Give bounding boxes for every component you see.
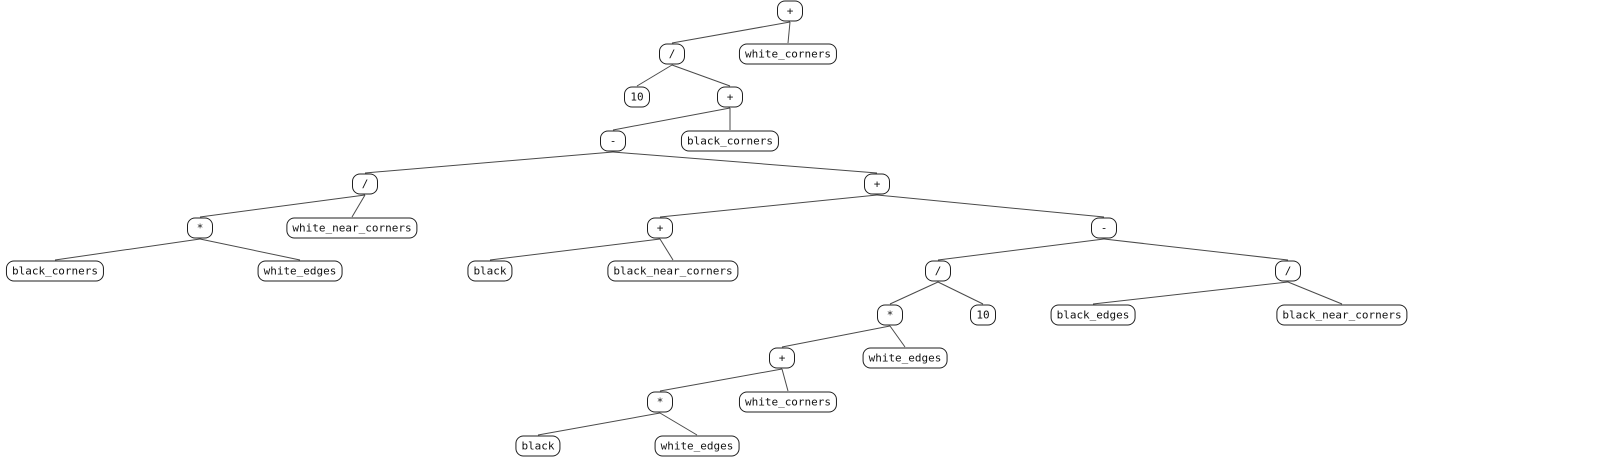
- tree-edge: [781, 325, 891, 348]
- tree-edge: [659, 194, 878, 218]
- tree-edge: [199, 238, 301, 261]
- tree-edge: [937, 238, 1105, 261]
- op-node: -: [1091, 217, 1117, 239]
- op-node: /: [925, 260, 951, 282]
- op-node: /: [1275, 260, 1301, 282]
- op-node: *: [187, 217, 213, 239]
- leaf-node: white_edges: [257, 260, 343, 282]
- tree-edge: [659, 368, 783, 392]
- tree-edge: [612, 151, 878, 174]
- leaf-node: black_corners: [5, 260, 105, 282]
- tree-edge: [876, 194, 1105, 218]
- const-node: 10: [624, 86, 650, 108]
- tree-edge: [937, 281, 984, 305]
- tree-edge: [199, 194, 366, 218]
- tree-edge: [659, 412, 698, 436]
- tree-edge: [1287, 281, 1343, 305]
- tree-edge: [537, 412, 661, 436]
- op-node: +: [777, 0, 803, 22]
- tree-edge: [1103, 238, 1289, 261]
- leaf-node: white_near_corners: [286, 217, 418, 239]
- tree-edge: [671, 64, 731, 87]
- op-node: *: [647, 391, 673, 413]
- leaf-node: white_edges: [654, 435, 740, 457]
- op-node: +: [717, 86, 743, 108]
- tree-edge: [787, 21, 791, 44]
- tree-edge: [489, 238, 661, 261]
- leaf-node: black_corners: [680, 130, 780, 152]
- tree-edge: [659, 238, 674, 261]
- leaf-node: black: [467, 260, 513, 282]
- op-node: /: [352, 173, 378, 195]
- tree-edge: [636, 64, 673, 87]
- tree-edge: [781, 368, 789, 392]
- leaf-node: white_edges: [862, 347, 948, 369]
- leaf-node: black_near_corners: [1276, 304, 1408, 326]
- op-node: +: [864, 173, 890, 195]
- leaf-node: black: [515, 435, 561, 457]
- tree-edge: [612, 107, 731, 131]
- op-node: /: [659, 43, 685, 65]
- tree-edge: [351, 194, 366, 218]
- op-node: +: [647, 217, 673, 239]
- tree-edge: [889, 281, 939, 305]
- leaf-node: white_corners: [738, 391, 838, 413]
- tree-edge: [671, 21, 791, 44]
- op-node: *: [877, 304, 903, 326]
- leaf-node: black_edges: [1050, 304, 1136, 326]
- tree-edge: [54, 238, 201, 261]
- op-node: +: [769, 347, 795, 369]
- tree-edge: [1092, 281, 1289, 305]
- const-node: 10: [970, 304, 996, 326]
- tree-edge: [364, 151, 614, 174]
- op-node: -: [600, 130, 626, 152]
- leaf-node: black_near_corners: [607, 260, 739, 282]
- leaf-node: white_corners: [738, 43, 838, 65]
- tree-edge: [889, 325, 906, 348]
